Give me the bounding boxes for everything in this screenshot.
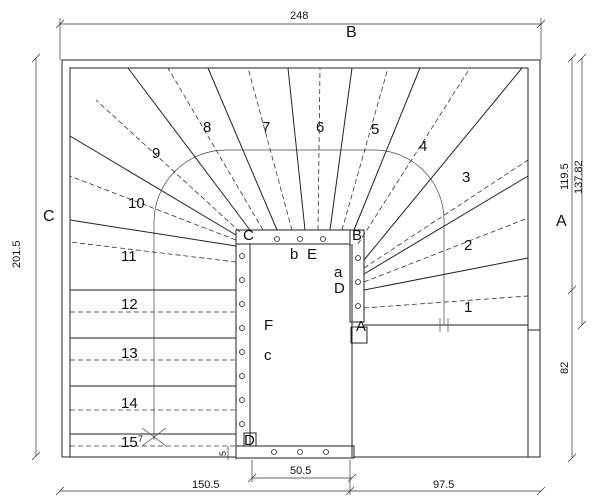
step-number: 9 (152, 145, 160, 162)
dim-top: 248 (290, 10, 308, 22)
step-number: 3 (462, 169, 470, 186)
step-number: 12 (121, 296, 138, 313)
baluster-dots (239, 236, 361, 455)
dim-right-lower: 82 (559, 362, 571, 374)
dim-right-upper: 119.5 (559, 163, 571, 190)
dashed-going-lines (69, 67, 529, 447)
step-number: 1 (464, 299, 472, 316)
step-number: 4 (419, 138, 427, 155)
corner-label-b: B (352, 227, 362, 244)
step-number: 8 (203, 119, 211, 136)
zone-label-c: c (264, 347, 272, 364)
dim-angle: 7 (138, 434, 143, 444)
step-number: 2 (464, 237, 472, 254)
dim-bottom-left: 150.5 (192, 479, 220, 491)
step-number: 6 (316, 119, 324, 136)
side-label-left: C (43, 208, 55, 225)
dimension-lines (31, 18, 587, 496)
zone-label-a: a (334, 264, 343, 281)
dim-bottom-mid: 50.5 (290, 465, 311, 477)
dim-small-step: 5 (218, 451, 228, 456)
central-well (235, 229, 368, 459)
newel-post-a (350, 326, 368, 344)
zone-label-f: F (264, 317, 273, 334)
corner-label-c: C (243, 227, 254, 244)
zone-label-b: b (290, 246, 298, 263)
side-label-right: A (556, 213, 567, 230)
newel-post-d (243, 432, 257, 447)
zone-label-e: E (307, 246, 317, 263)
stair-treads (69, 67, 529, 435)
corner-label-d-upper: D (334, 280, 345, 297)
step-number: 11 (121, 248, 137, 265)
step-numbers: 1 2 3 4 5 6 7 8 9 10 11 12 13 14 15 (121, 119, 472, 451)
dim-bottom-right: 97.5 (433, 479, 454, 491)
step-number: 15 (121, 434, 138, 451)
corner-label-a: A (356, 318, 366, 335)
step-number: 5 (371, 121, 379, 138)
step-number: 7 (262, 119, 270, 136)
corner-label-d-lower: D (244, 432, 255, 449)
step-number: 13 (121, 345, 138, 362)
dim-right-upper-2: 137.82 (573, 160, 585, 194)
walking-line (141, 149, 449, 447)
step-number: 14 (121, 395, 138, 412)
dim-left: 201.5 (11, 240, 23, 268)
step-number: 10 (128, 195, 145, 212)
side-label-top: B (346, 24, 357, 41)
